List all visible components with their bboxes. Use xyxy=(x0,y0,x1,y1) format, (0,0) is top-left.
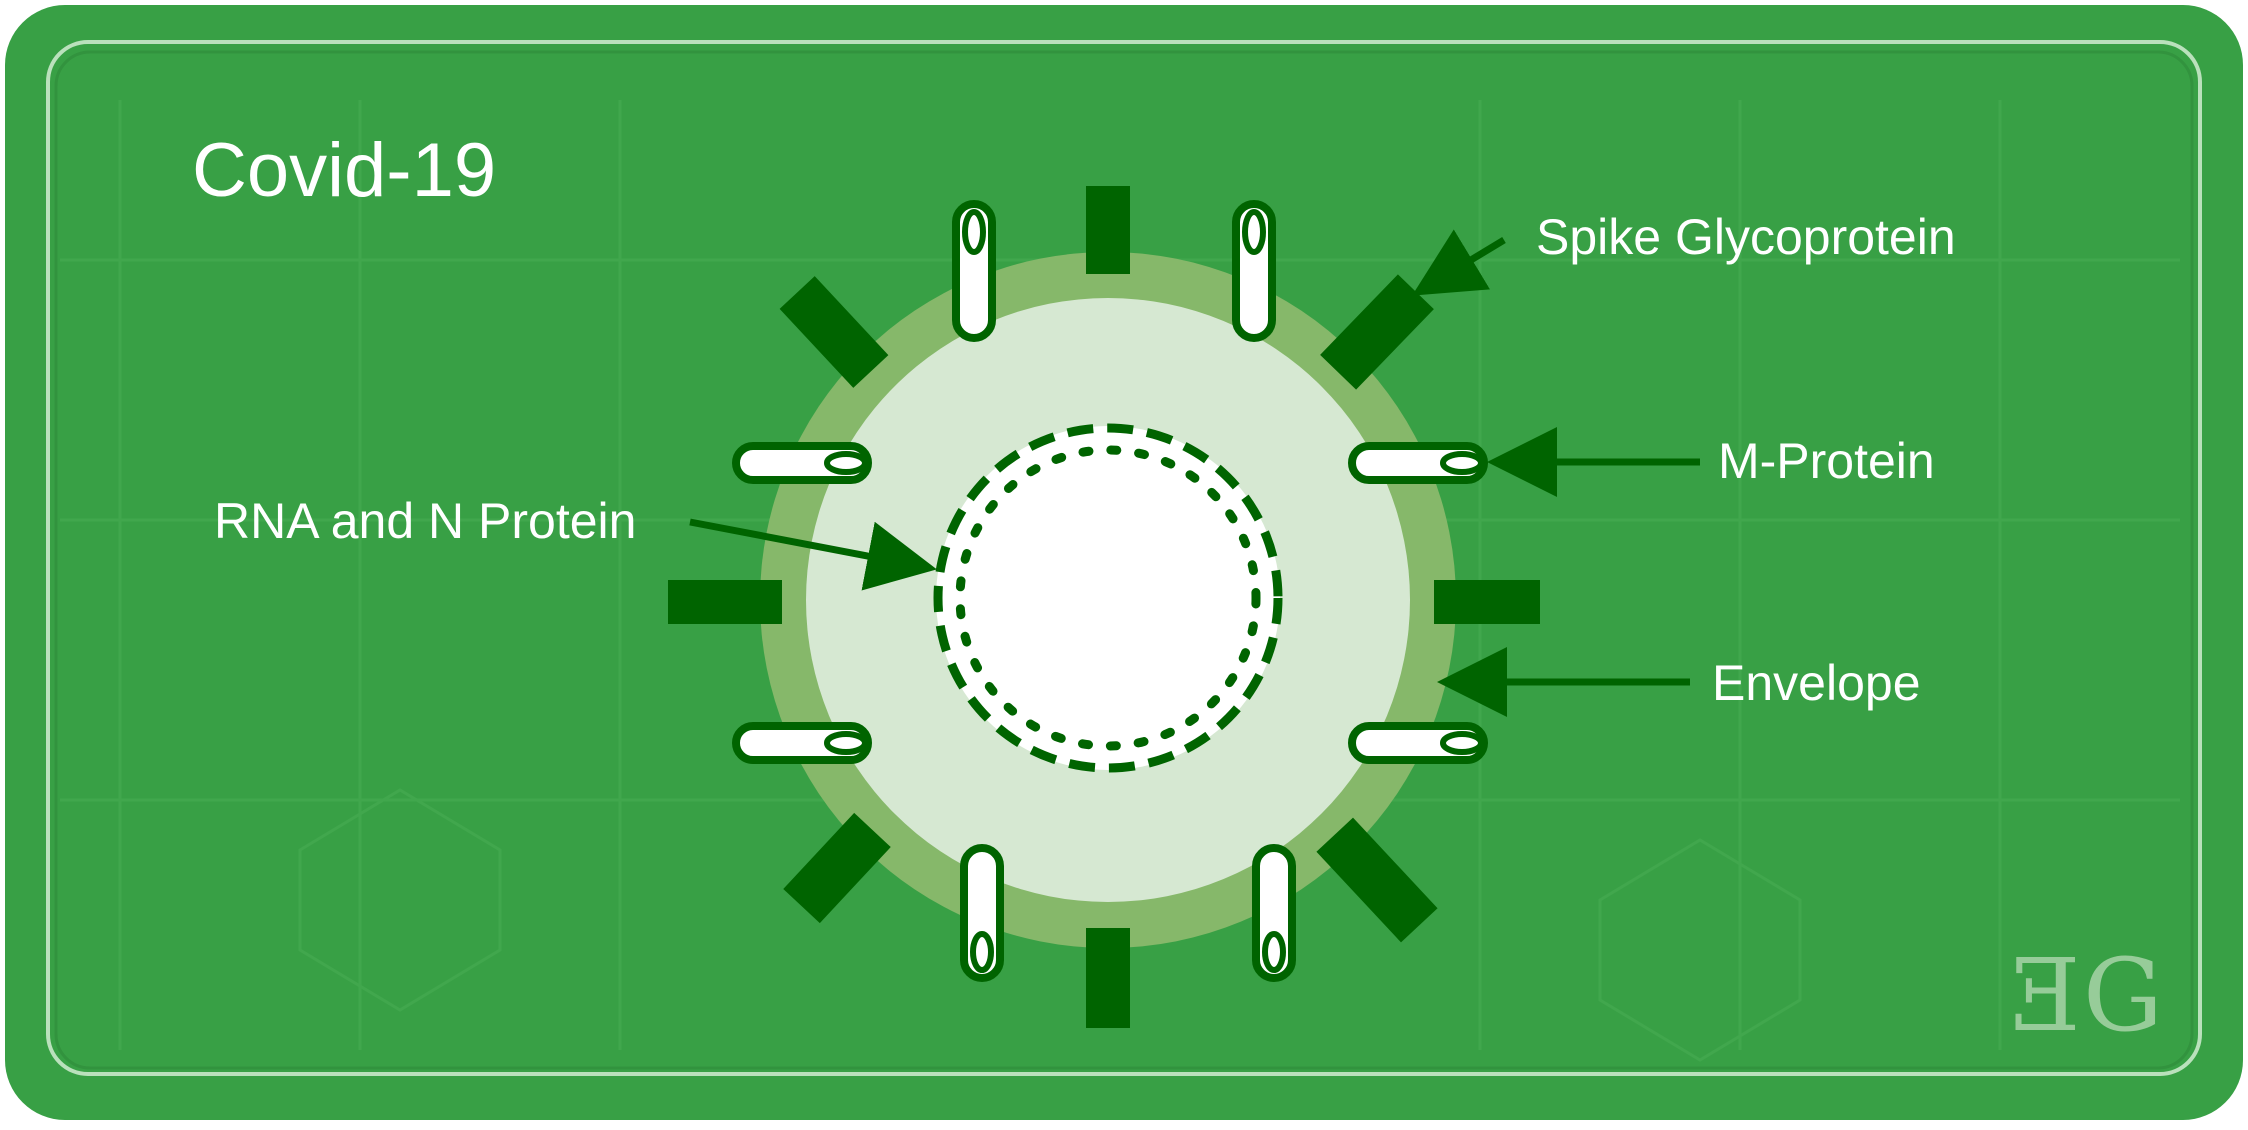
m-protein-right-lower xyxy=(1348,722,1488,764)
diagram-title: Covid-19 xyxy=(192,128,496,213)
spike-top-left xyxy=(779,276,889,388)
spike-left xyxy=(668,580,782,624)
rna-dotted-ring xyxy=(955,445,1261,751)
m-protein-top-right xyxy=(1232,200,1276,342)
rna-dashed-ring xyxy=(933,423,1283,773)
arrow-icon-rna xyxy=(689,518,937,591)
m-protein-left-upper xyxy=(732,442,872,484)
label-rna-n-protein: RNA and N Protein xyxy=(214,493,636,549)
spike-bottom-left xyxy=(783,812,891,924)
spike-bottom-right xyxy=(1316,817,1438,943)
label-m-protein: M-Protein xyxy=(1718,433,1935,489)
rna-core xyxy=(936,426,1280,770)
m-protein-bottom-right xyxy=(1252,844,1296,982)
label-envelope: Envelope xyxy=(1712,655,1921,711)
inner-border xyxy=(46,40,2202,1076)
virus-diagram-icon xyxy=(668,186,1540,1028)
arrow-icon-spike xyxy=(1412,229,1506,296)
m-protein-right-upper xyxy=(1348,442,1488,484)
spike-top xyxy=(1086,186,1130,274)
label-spike-glycoprotein: Spike Glycoprotein xyxy=(1536,209,1956,265)
spike-right xyxy=(1434,580,1540,624)
m-protein-top-left xyxy=(952,200,996,342)
m-protein-left-lower xyxy=(732,722,872,764)
logo-icon: ƎG xyxy=(2010,937,2163,1054)
inner-border-shadow xyxy=(54,50,2194,1070)
m-protein-bottom-left xyxy=(960,844,1004,982)
spike-bottom xyxy=(1086,928,1130,1028)
spike-top-right xyxy=(1320,274,1434,390)
